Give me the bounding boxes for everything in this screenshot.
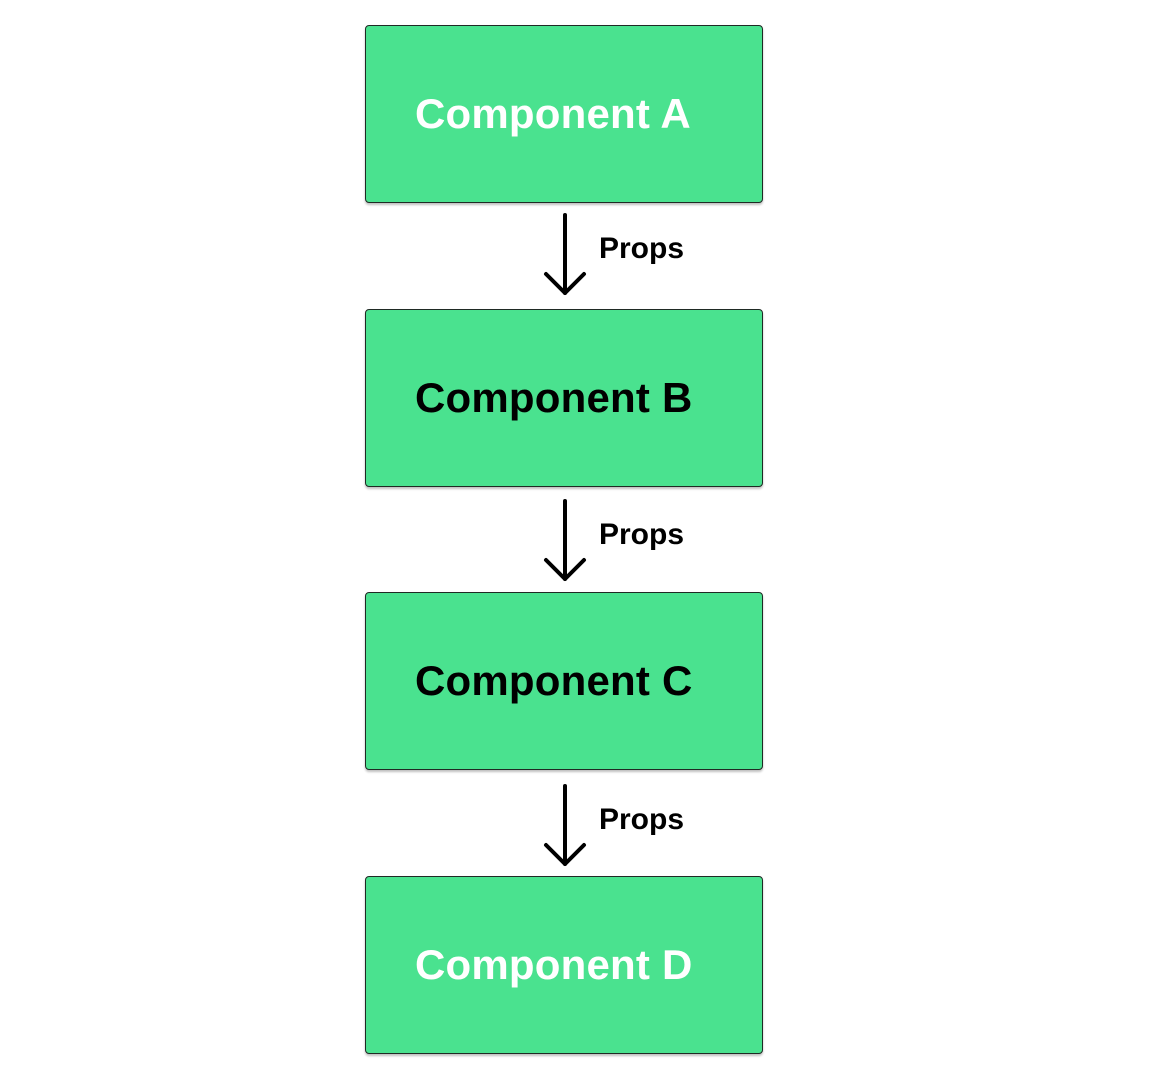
edge-label-props: Props	[599, 232, 685, 265]
component-a-node: Component A	[365, 25, 763, 203]
edge-c-to-d: Props	[540, 784, 740, 868]
component-c-label: Component C	[415, 657, 693, 704]
component-b-label: Component B	[415, 374, 693, 421]
arrow-down-icon	[544, 784, 586, 866]
arrow-down-icon	[544, 499, 586, 581]
component-a-label: Component A	[415, 90, 691, 137]
component-b-node: Component B	[365, 309, 763, 487]
edge-label-props: Props	[599, 803, 685, 836]
arrow-down-icon	[544, 213, 586, 295]
component-d-node: Component D	[365, 876, 763, 1054]
edge-label-props: Props	[599, 518, 685, 551]
component-d-label: Component D	[415, 941, 693, 988]
edge-b-to-c: Props	[540, 499, 740, 583]
edge-a-to-b: Props	[540, 213, 740, 297]
component-c-node: Component C	[365, 592, 763, 770]
